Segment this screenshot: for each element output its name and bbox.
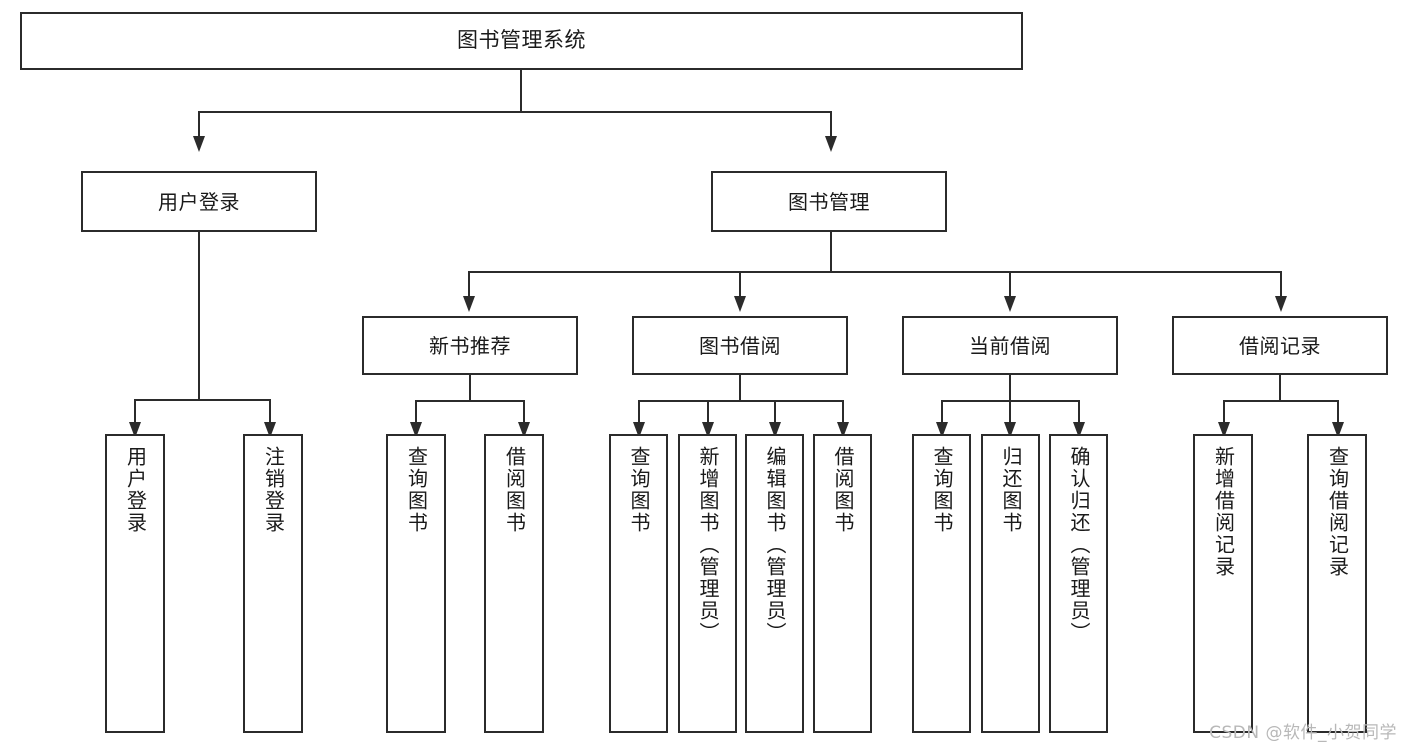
- node-book-management[interactable]: 图书管理: [711, 171, 947, 232]
- leaf-edit-book-admin[interactable]: 编辑图书（管理员）: [745, 434, 804, 733]
- arrowhead-new-book-recommend: [463, 296, 475, 312]
- leaf-query-book-current[interactable]: 查询图书: [912, 434, 971, 733]
- leaf-add-borrow-record[interactable]: 新增借阅记录: [1193, 434, 1253, 733]
- connector-to-new-book-recommend: [468, 271, 470, 299]
- connector-bb-leaf1: [638, 400, 640, 425]
- leaf-query-borrow-record[interactable]: 查询借阅记录: [1307, 434, 1367, 733]
- leaf-query-book-borrow[interactable]: 查询图书: [609, 434, 668, 733]
- node-book-borrow[interactable]: 图书借阅: [632, 316, 848, 375]
- leaf-label: 编辑图书（管理员）: [763, 446, 787, 644]
- leaf-label: 查询借阅记录: [1325, 446, 1350, 578]
- csdn-watermark: CSDN @软件_小贺同学: [1209, 723, 1397, 743]
- node-label: 用户登录: [158, 189, 240, 214]
- connector-user-login-stem: [198, 232, 200, 400]
- leaf-logout[interactable]: 注销登录: [243, 434, 303, 733]
- leaf-label: 用户登录: [123, 446, 148, 534]
- connector-new-book-bus: [415, 400, 525, 402]
- connector-cb-leaf3: [1078, 400, 1080, 425]
- leaf-label: 查询图书: [627, 446, 651, 534]
- connector-borrow-records-stem: [1279, 375, 1281, 401]
- leaf-label: 注销登录: [261, 446, 286, 534]
- connector-user-login-leaf2: [269, 399, 271, 425]
- leaf-label: 新增借阅记录: [1211, 446, 1236, 578]
- node-root-book-management-system[interactable]: 图书管理系统: [20, 12, 1023, 70]
- leaf-label: 借阅图书: [502, 446, 527, 534]
- leaf-add-book-admin[interactable]: 新增图书（管理员）: [678, 434, 737, 733]
- leaf-label: 归还图书: [999, 446, 1023, 534]
- connector-book-management-stem: [830, 232, 832, 272]
- node-user-login[interactable]: 用户登录: [81, 171, 317, 232]
- node-current-borrow[interactable]: 当前借阅: [902, 316, 1118, 375]
- leaf-label: 借阅图书: [831, 446, 855, 534]
- connector-book-borrow-stem: [739, 375, 741, 401]
- leaf-user-login[interactable]: 用户登录: [105, 434, 165, 733]
- leaf-borrow-book-recommend[interactable]: 借阅图书: [484, 434, 544, 733]
- arrowhead-book-management: [825, 136, 837, 152]
- arrowhead-book-borrow: [734, 296, 746, 312]
- connector-to-current-borrow: [1009, 271, 1011, 299]
- connector-to-book-borrow: [739, 271, 741, 299]
- connector-cb-leaf2: [1009, 400, 1011, 425]
- connector-bb-leaf4: [842, 400, 844, 425]
- node-borrow-records[interactable]: 借阅记录: [1172, 316, 1388, 375]
- connector-bb-leaf2: [707, 400, 709, 425]
- connector-root-to-book-management: [830, 111, 832, 139]
- connector-to-borrow-records: [1280, 271, 1282, 299]
- leaf-label: 查询图书: [404, 446, 429, 534]
- connector-new-book-leaf1: [415, 400, 417, 425]
- node-label: 图书管理: [788, 189, 870, 214]
- connector-br-leaf2: [1337, 400, 1339, 425]
- arrowhead-user-login: [193, 136, 205, 152]
- connector-root-stem: [520, 70, 522, 112]
- connector-br-leaf1: [1223, 400, 1225, 425]
- leaf-confirm-return-admin[interactable]: 确认归还（管理员）: [1049, 434, 1108, 733]
- node-label: 借阅记录: [1239, 333, 1321, 358]
- connector-level3-bus: [468, 271, 1282, 273]
- connector-cb-leaf1: [941, 400, 943, 425]
- connector-root-to-user-login: [198, 111, 200, 139]
- node-label: 图书借阅: [699, 333, 781, 358]
- leaf-label: 确认归还（管理员）: [1067, 446, 1091, 644]
- node-label: 新书推荐: [429, 333, 511, 358]
- connector-user-login-leaf1: [134, 399, 136, 425]
- node-label: 当前借阅: [969, 333, 1051, 358]
- leaf-label: 查询图书: [930, 446, 954, 534]
- connector-bb-leaf3: [774, 400, 776, 425]
- leaf-label: 新增图书（管理员）: [696, 446, 720, 644]
- connector-new-book-stem: [469, 375, 471, 401]
- arrowhead-current-borrow: [1004, 296, 1016, 312]
- connector-root-bus: [198, 111, 832, 113]
- connector-book-borrow-bus: [638, 400, 844, 402]
- node-label: 图书管理系统: [457, 28, 586, 53]
- connector-user-login-bus: [134, 399, 269, 401]
- leaf-return-book[interactable]: 归还图书: [981, 434, 1040, 733]
- arrowhead-borrow-records: [1275, 296, 1287, 312]
- node-new-book-recommend[interactable]: 新书推荐: [362, 316, 578, 375]
- connector-new-book-leaf2: [523, 400, 525, 425]
- connector-borrow-records-bus: [1223, 400, 1338, 402]
- connector-current-borrow-stem: [1009, 375, 1011, 401]
- leaf-borrow-book[interactable]: 借阅图书: [813, 434, 872, 733]
- leaf-query-book-recommend[interactable]: 查询图书: [386, 434, 446, 733]
